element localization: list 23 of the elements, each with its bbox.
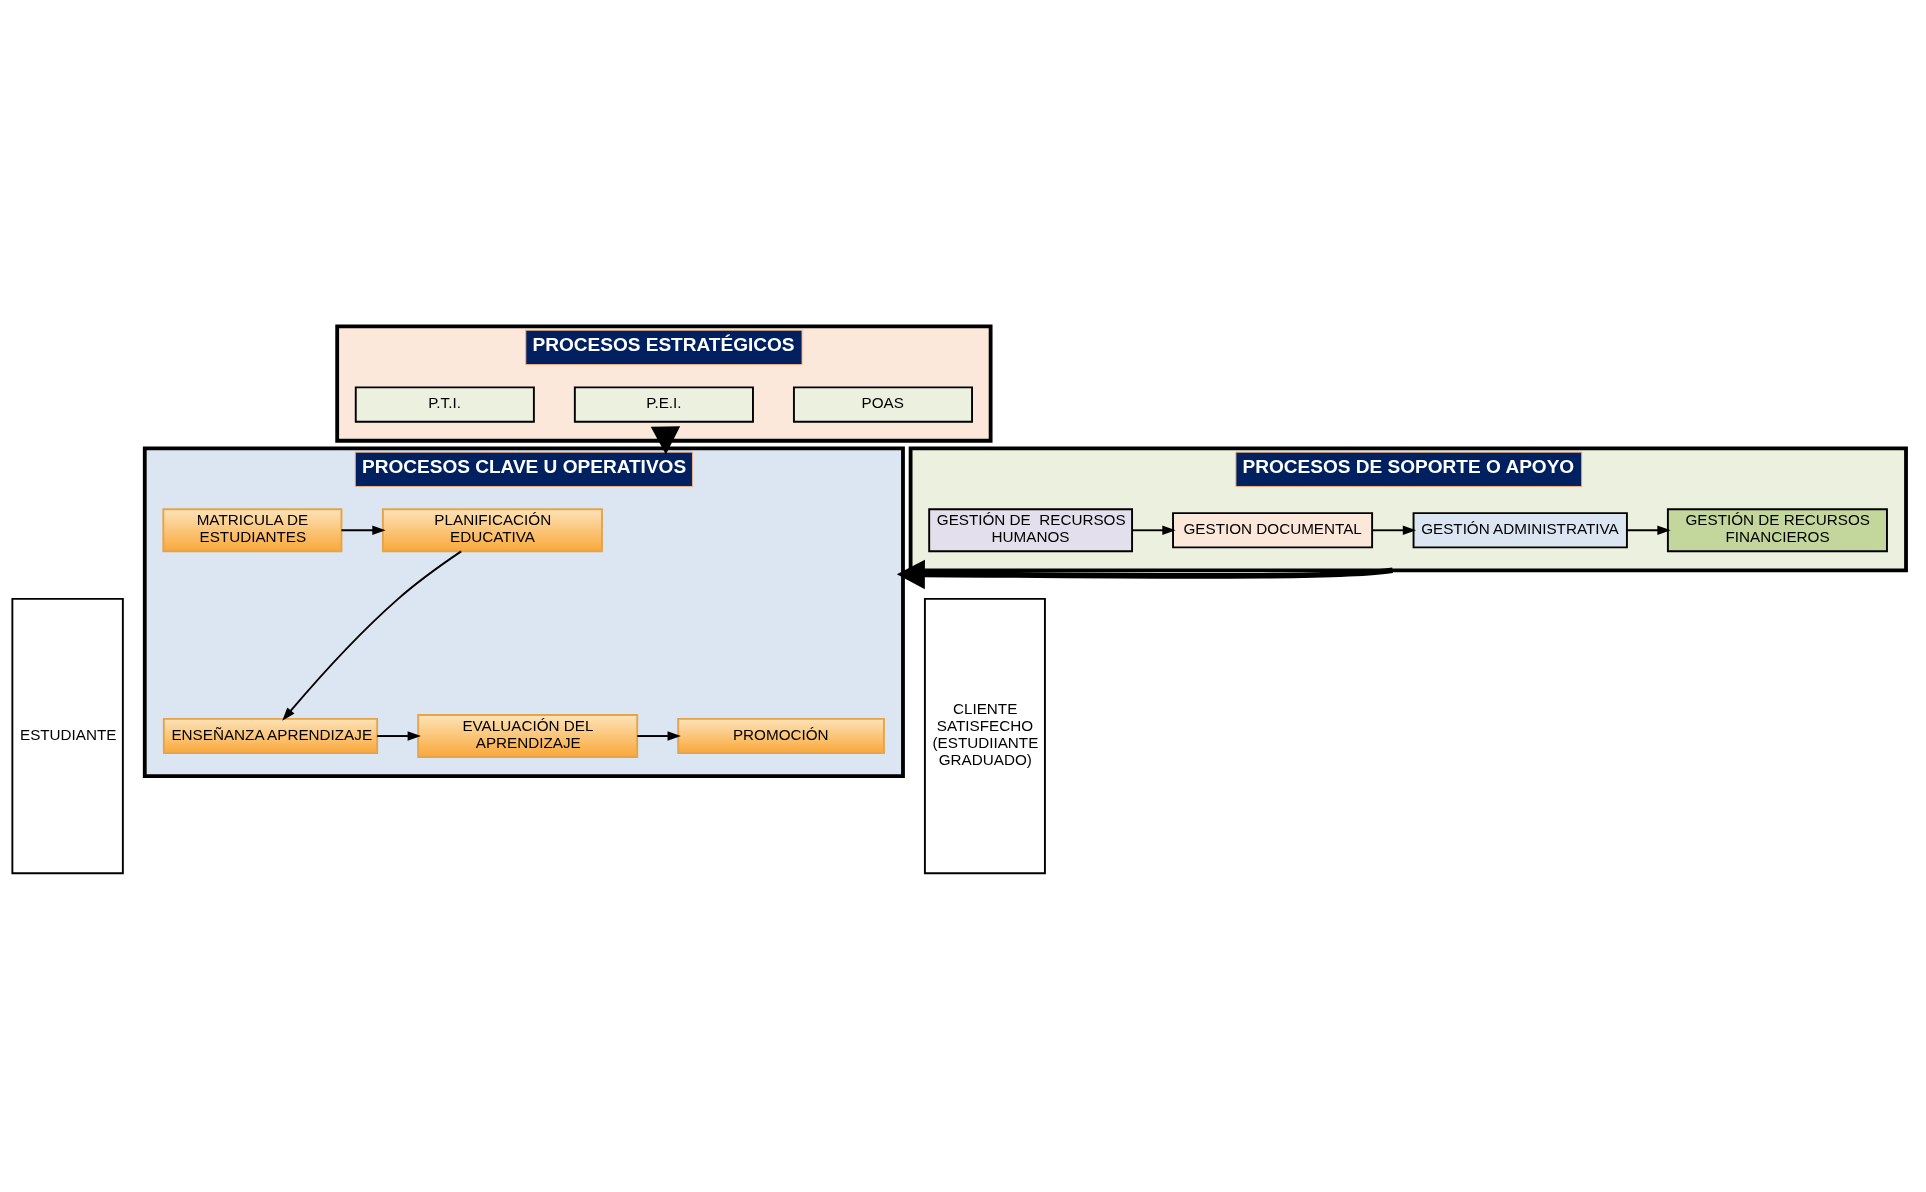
node-box: GESTIÓN DE RECURSOS FINANCIEROS <box>1666 508 1888 553</box>
node-box: GESTIÓN ADMINISTRATIVA <box>1412 512 1628 549</box>
arrow <box>1371 525 1417 535</box>
node-box: POAS <box>792 386 973 423</box>
node-box: ENSEÑANZA APRENDIZAJE <box>162 717 379 755</box>
node-box: P.E.I. <box>573 386 754 423</box>
node-box: GESTIÓN DE RECURSOS HUMANOS <box>928 508 1134 553</box>
node-box: CLIENTE SATISFECHO (ESTUDIIANTE GRADUADO) <box>923 597 1046 875</box>
node-box: MATRICULA DE ESTUDIANTES <box>162 508 343 553</box>
arrow <box>896 559 1393 590</box>
node-box: GESTION DOCUMENTAL <box>1172 512 1374 549</box>
node-box: ESTUDIANTE <box>11 597 124 875</box>
arrow <box>636 731 681 741</box>
arrow <box>650 426 681 455</box>
arrow <box>340 525 386 535</box>
node-box: EVALUACIÓN DEL APRENDIZAJE <box>417 714 639 758</box>
arrow <box>1626 525 1671 535</box>
arrow <box>376 731 421 741</box>
node-box: P.T.I. <box>354 386 535 423</box>
arrow <box>282 550 463 721</box>
node-box: PLANIFICACIÓN EDUCATIVA <box>381 508 603 553</box>
node-box: PROMOCIÓN <box>677 717 885 755</box>
arrow <box>1131 525 1176 535</box>
